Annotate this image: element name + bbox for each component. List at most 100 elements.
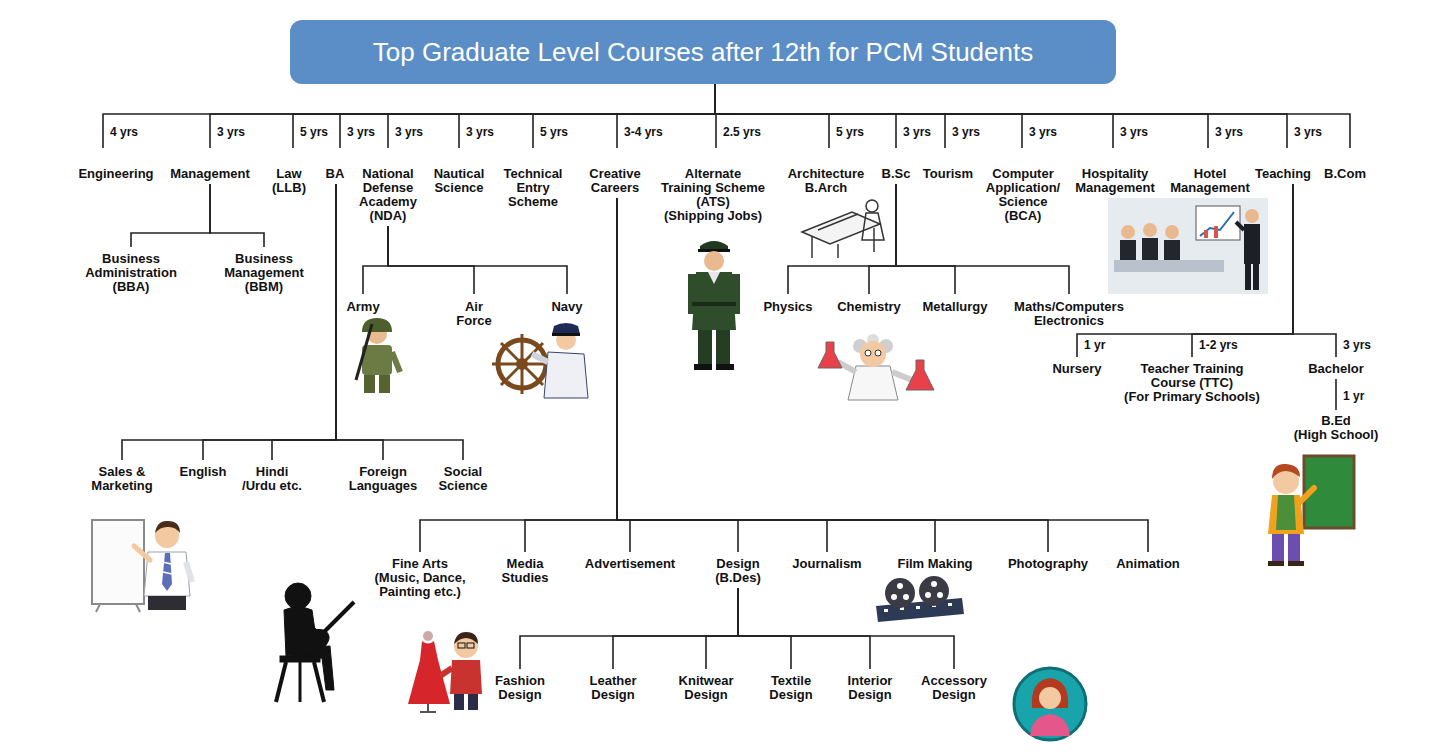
film-reel-icon-part: [925, 592, 931, 598]
teacher-figure-part: [1272, 464, 1300, 479]
navy-officer-figure-part: [532, 354, 548, 362]
connector-line: [1077, 184, 1293, 357]
course-node: Air Force: [454, 300, 494, 328]
duration-label: 5 yrs: [835, 126, 865, 139]
connector-line: [363, 226, 388, 294]
connector-line: [203, 184, 336, 460]
guitarist-silhouette-part: [276, 662, 286, 702]
soldier-figure-part: [364, 375, 375, 393]
course-name: Law (LLB): [267, 167, 311, 195]
course-name: Animation: [1110, 557, 1186, 571]
course-name: National Defense Academy (NDA): [354, 167, 422, 223]
connector-line: [869, 184, 896, 294]
fashion-designer-figure: [408, 631, 482, 712]
course-node: Physics: [758, 300, 818, 314]
course-node: Metallurgy: [915, 300, 995, 314]
connector-line: [617, 84, 715, 148]
officer-figure-part: [692, 272, 736, 330]
meeting-photo-part: [1245, 209, 1259, 223]
film-reel-icon-part: [931, 581, 937, 587]
duration-label: 3 yrs: [1028, 126, 1058, 139]
soldier-figure-part: [362, 345, 392, 375]
officer-figure-part: [692, 302, 736, 306]
teacher-figure-part: [1288, 534, 1300, 562]
course-name: Bachelor: [1301, 362, 1371, 376]
course-name: B.Com: [1320, 167, 1370, 181]
connector-line: [210, 84, 715, 148]
course-node: English: [173, 465, 233, 479]
connector-line: [336, 184, 463, 460]
navy-officer-figure: [492, 323, 588, 398]
course-name: Fashion Design: [491, 674, 549, 702]
officer-figure-part: [694, 364, 712, 370]
salesman-figure-part: [163, 562, 171, 564]
course-node: Design (B.Des): [710, 557, 766, 585]
woman-icon-part: [1030, 714, 1070, 736]
connector-line: [336, 184, 383, 460]
course-name: Navy: [545, 300, 589, 314]
duration-label: 4 yrs: [109, 126, 139, 139]
course-node: Film Making: [890, 557, 980, 571]
course-node: Business Administration (BBA): [83, 252, 179, 294]
meeting-photo-part: [1253, 264, 1259, 290]
woman-icon-part: [1032, 678, 1068, 708]
course-name: (High School): [1286, 428, 1386, 442]
duration-label: 3 yrs: [216, 126, 246, 139]
course-node: Maths/Computers Electronics: [1009, 300, 1129, 328]
course-node: Knitwear Design: [674, 674, 738, 702]
course-name: Accessory Design: [917, 674, 991, 702]
officer-figure: [688, 241, 740, 370]
connector-line: [1335, 379, 1337, 410]
course-node: Law (LLB): [267, 167, 311, 195]
course-name: Advertisement: [578, 557, 682, 571]
course-node: Textile Design: [762, 674, 820, 702]
course-node: B.Ed(High School): [1286, 414, 1386, 442]
course-node: B.Com: [1320, 167, 1370, 181]
course-node: Foreign Languages: [346, 465, 420, 493]
meeting-photo-part: [1165, 225, 1179, 239]
salesman-figure-part: [148, 596, 186, 610]
course-name: Nautical Science: [426, 167, 492, 195]
connector-line: [131, 184, 210, 247]
meeting-photo-part: [1245, 264, 1251, 290]
salesman-figure-part: [134, 546, 150, 560]
navy-officer-figure-part: [501, 343, 543, 385]
teacher-figure-part: [1268, 561, 1284, 566]
course-node: Navy: [545, 300, 589, 314]
guitarist-silhouette-part: [299, 662, 302, 702]
connector-line: [293, 84, 715, 148]
connector-line: [525, 198, 617, 552]
guitarist-silhouette-part: [285, 583, 311, 609]
scientist-figure-part: [892, 372, 912, 380]
teacher-figure-part: [1300, 488, 1314, 502]
officer-figure-part: [708, 272, 720, 284]
film-reel-icon-part: [903, 594, 909, 600]
duration-label: 3 yrs: [1119, 126, 1149, 139]
meeting-photo-part: [1114, 260, 1224, 272]
duration-label: 3-4 yrs: [623, 126, 664, 139]
course-node: Interior Design: [841, 674, 899, 702]
course-node: Teacher Training Course (TTC)(For Primar…: [1122, 362, 1262, 404]
connector-line: [210, 184, 264, 247]
navy-officer-figure-part: [516, 358, 528, 370]
film-reel-icon-part: [897, 583, 903, 589]
course-name: Textile Design: [762, 674, 820, 702]
connector-line: [715, 84, 945, 148]
course-name: Architecture B.Arch: [784, 167, 868, 195]
course-node: Tourism: [917, 167, 979, 181]
course-node: Bachelor: [1301, 362, 1371, 376]
course-name: Media Studies: [497, 557, 553, 585]
woman-icon-part: [1014, 668, 1086, 740]
duration-label: 3 yrs: [1293, 126, 1323, 139]
officer-figure-part: [704, 251, 724, 271]
fashion-designer-figure-part: [458, 643, 465, 648]
woman-icon-part: [1039, 687, 1061, 709]
course-name: B.Ed: [1286, 414, 1386, 428]
soldier-figure: [356, 318, 400, 393]
connector-line: [272, 184, 336, 460]
meeting-photo-part: [1120, 240, 1136, 262]
meeting-photo-part: [1164, 240, 1180, 262]
guitarist-silhouette-part: [322, 602, 354, 634]
duration-label: 1 yr: [1342, 390, 1365, 403]
course-name: Sales & Marketing: [87, 465, 157, 493]
